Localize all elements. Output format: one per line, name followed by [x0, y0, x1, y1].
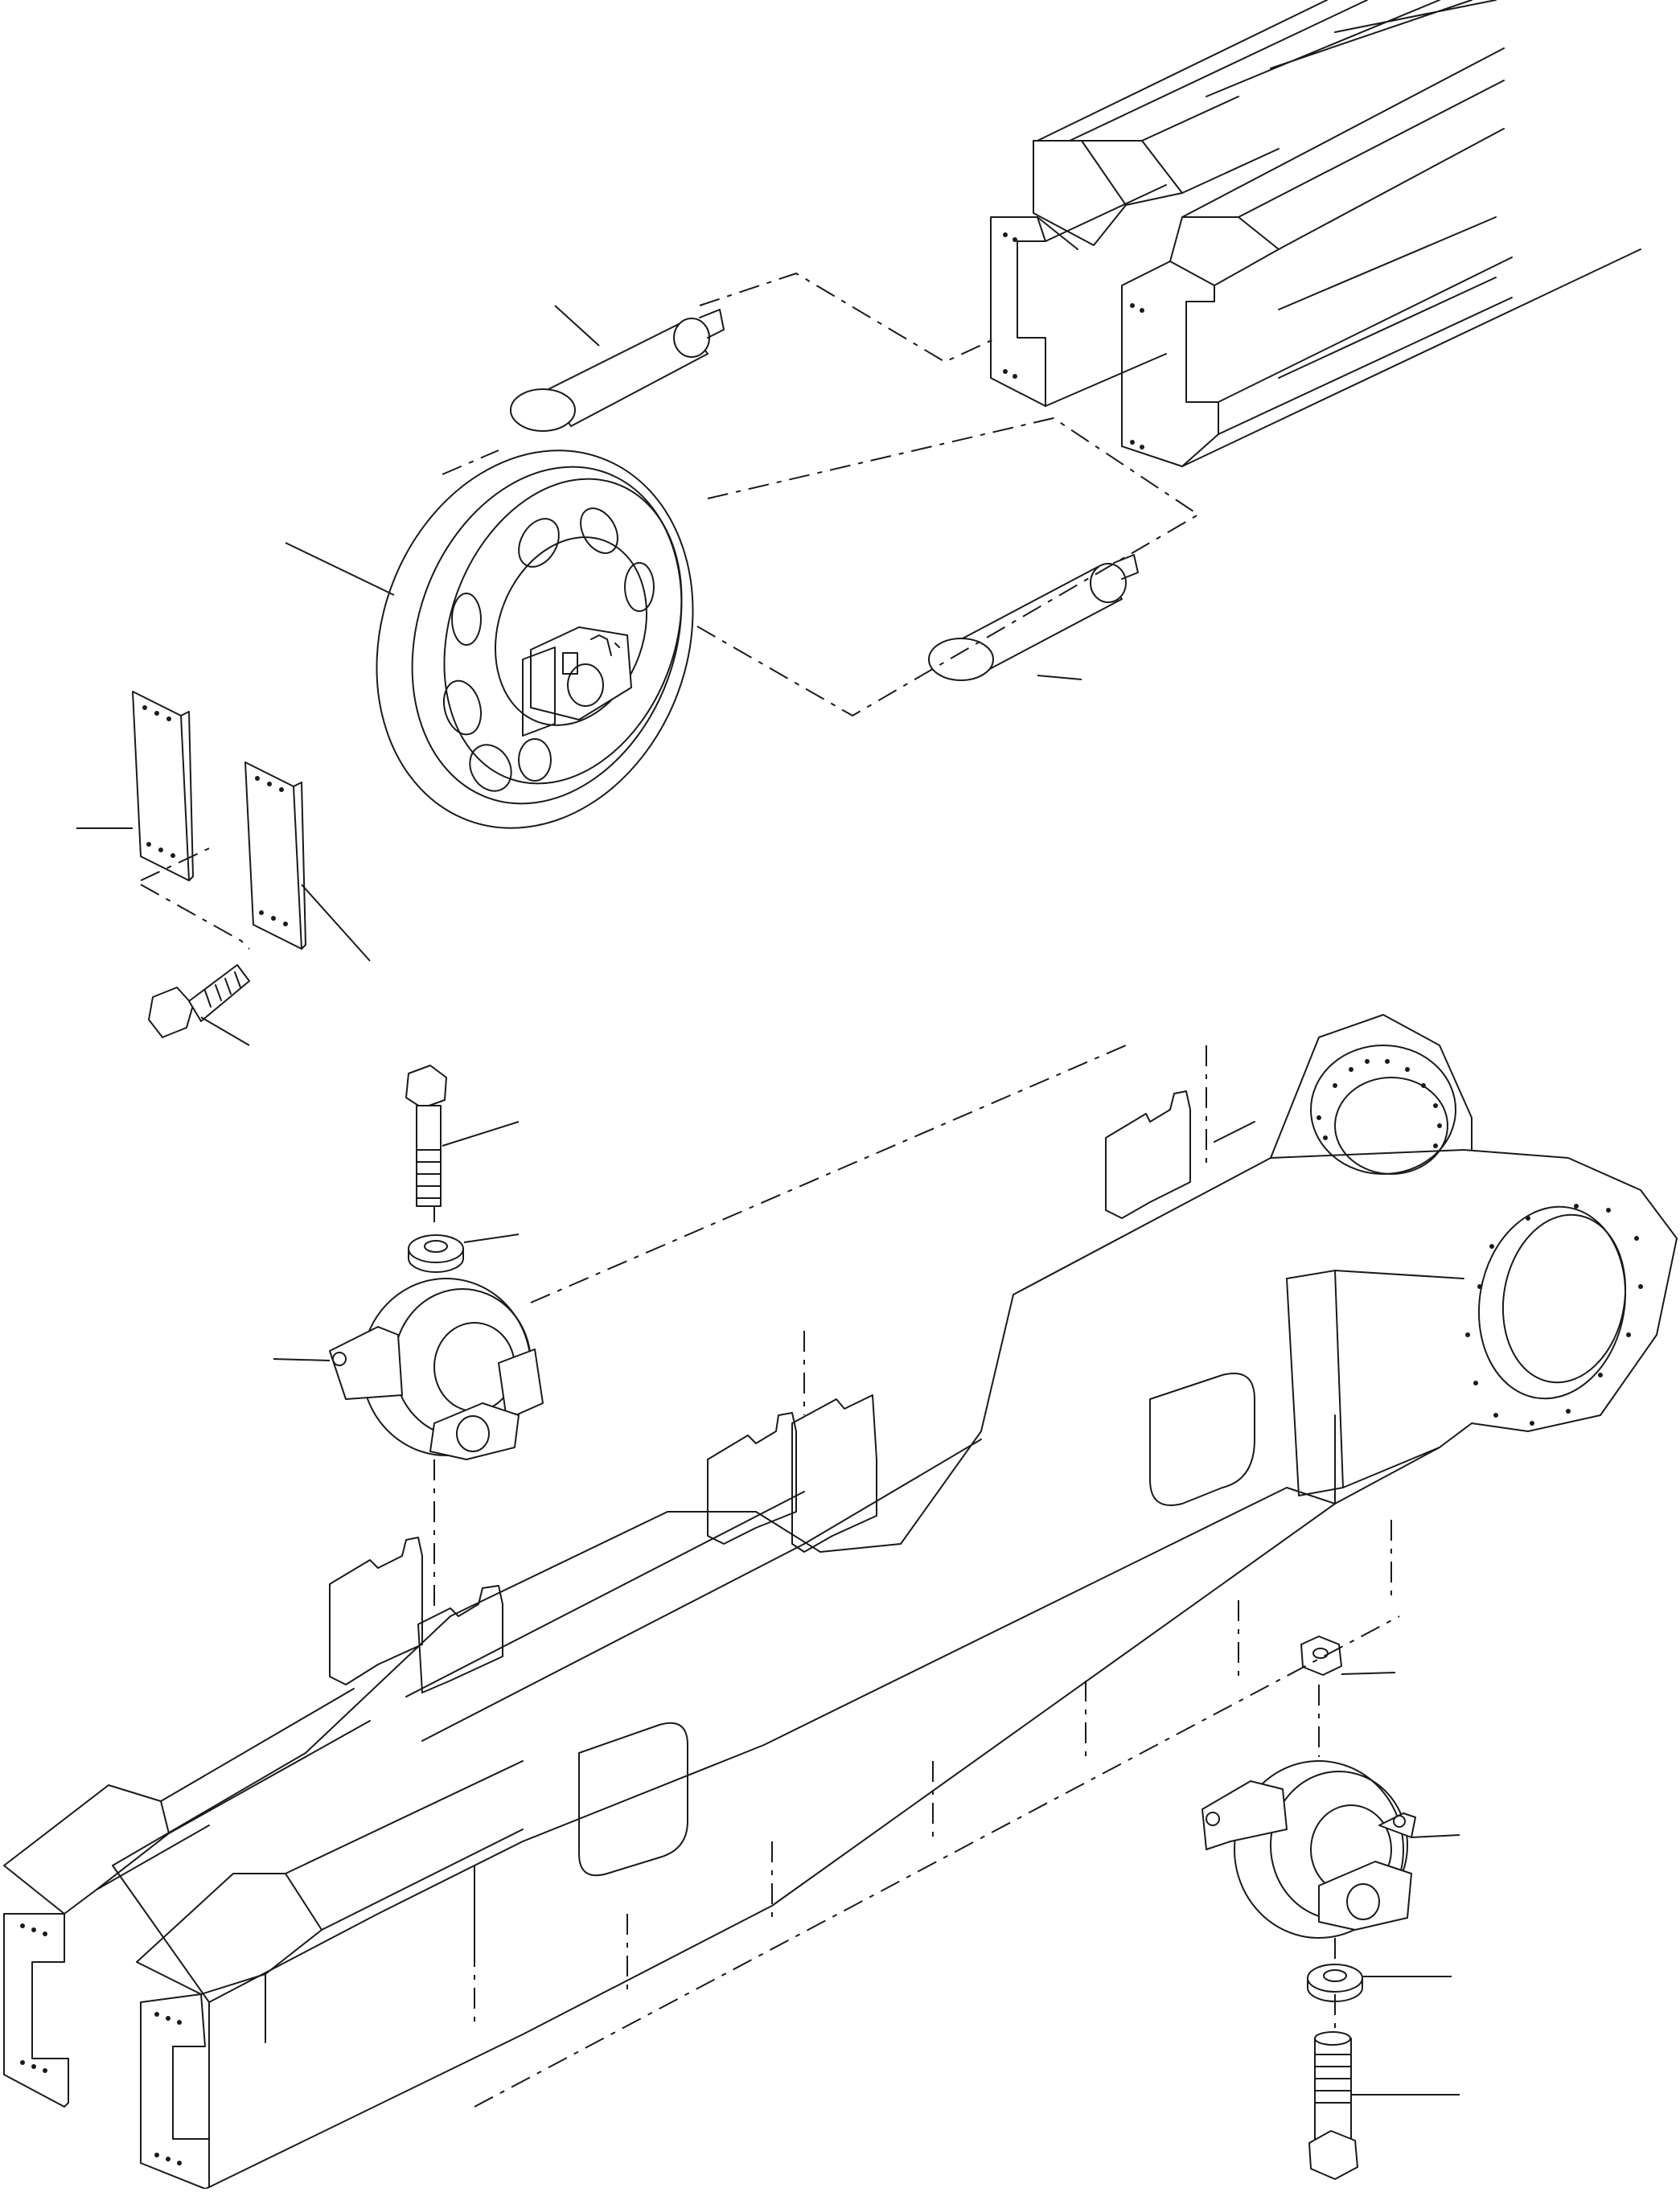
front-idler [376, 449, 694, 829]
roller-bolt-lower [1308, 2031, 1358, 2180]
leader-track-roller [1411, 1834, 1460, 1838]
leader-bolt-upper [442, 1121, 520, 1147]
leader-plate-bolt [200, 1016, 250, 1046]
track-frame [3, 1014, 1678, 2190]
guide-plate-left [132, 691, 194, 881]
upper-track-frame-end [990, 0, 1641, 467]
guide-plate-right [244, 761, 306, 950]
leader-washer-upper [463, 1234, 520, 1243]
leader-plate-right [301, 884, 371, 962]
roller-nut [1300, 1636, 1342, 1676]
leader-carrier-roller [273, 1358, 331, 1361]
guide-plate-bolt [148, 964, 250, 1038]
carrier-roller [329, 1278, 544, 1460]
roller-bolt-upper [405, 1065, 447, 1207]
track-roller [1201, 1760, 1416, 1939]
front-idler-axle-upper [510, 309, 725, 432]
roller-washer-upper [408, 1234, 464, 1273]
leader-axle-lower [1037, 675, 1082, 680]
leader-idler [285, 542, 395, 596]
leader-nut [1341, 1672, 1396, 1675]
front-idler-axle-lower [928, 554, 1139, 681]
assembly-lines [140, 272, 1400, 2108]
leader-axle-upper [554, 305, 600, 347]
callout-leaders [76, 305, 1460, 2096]
